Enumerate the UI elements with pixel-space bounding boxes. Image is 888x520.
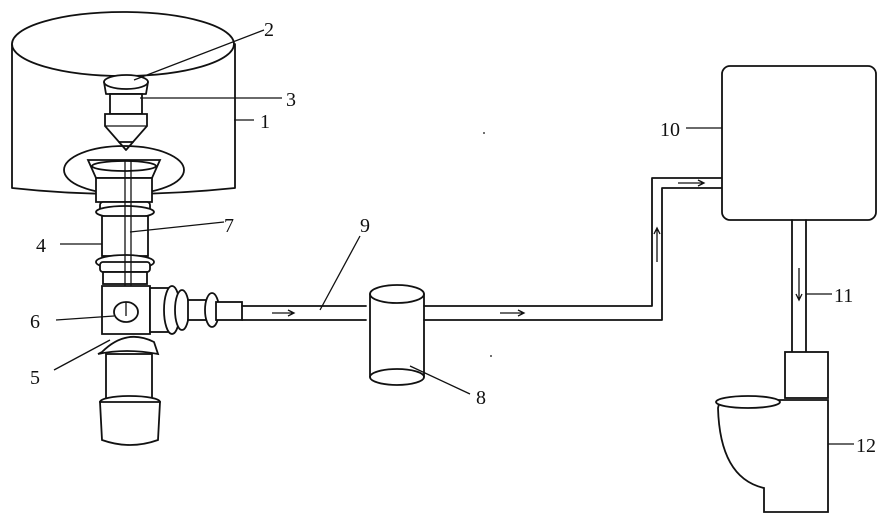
- labels: 2 3 1 7 4 6 5 9 8 10 11 12: [30, 19, 876, 457]
- label-9: 9: [360, 215, 370, 237]
- downpipe-11: [791, 219, 807, 353]
- nozzle-body-3: [104, 93, 148, 151]
- ball-6: [113, 301, 139, 323]
- label-11: 11: [834, 285, 853, 307]
- tube-9: [241, 305, 367, 321]
- label-12: 12: [856, 435, 876, 457]
- label-8: 8: [476, 387, 486, 409]
- tank-10: [721, 65, 877, 221]
- return-tube: [423, 177, 723, 321]
- label-7: 7: [224, 215, 234, 237]
- diffuser-5: [97, 335, 161, 446]
- vertical-tube-4: [95, 160, 155, 308]
- label-10: 10: [660, 119, 680, 141]
- label-4: 4: [36, 235, 46, 257]
- speck: [490, 355, 492, 357]
- label-2: 2: [264, 19, 274, 41]
- label-3: 3: [286, 89, 296, 111]
- label-5: 5: [30, 367, 40, 389]
- collector-funnel: [63, 145, 185, 203]
- vessel-8: [369, 284, 425, 386]
- toilet-12: [715, 351, 829, 513]
- speck: [483, 132, 485, 134]
- label-1: 1: [260, 111, 270, 133]
- leader-lines: [53, 29, 854, 445]
- label-6: 6: [30, 311, 40, 333]
